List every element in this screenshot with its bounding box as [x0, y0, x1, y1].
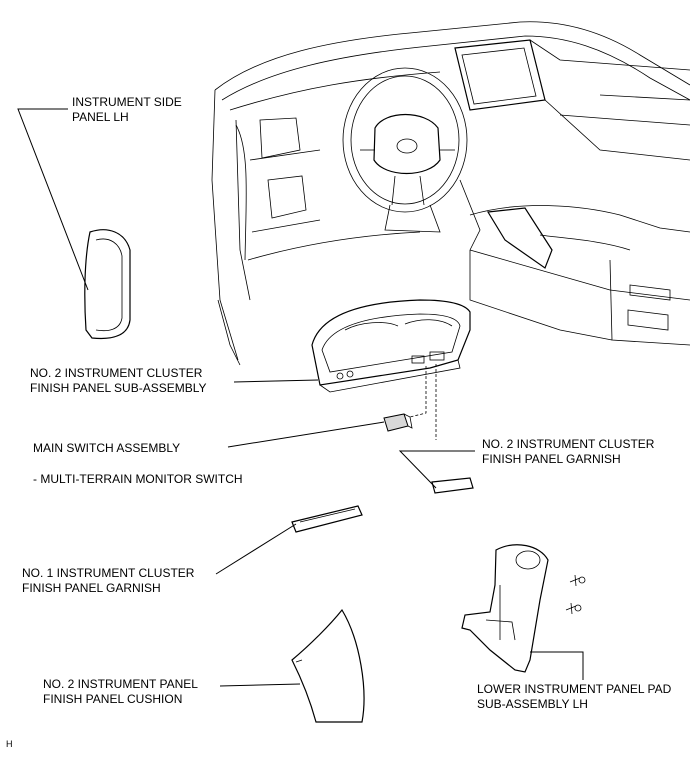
no2-cluster-finish-garnish-part [431, 477, 474, 494]
main-switch-assembly-part [383, 413, 413, 432]
label-lower-panel-pad-sub-assembly-lh: LOWER INSTRUMENT PANEL PAD SUB-ASSEMBLY … [477, 682, 672, 711]
label-no2-cluster-finish-panel-sub-assembly: NO. 2 INSTRUMENT CLUSTER FINISH PANEL SU… [30, 366, 207, 395]
no2-panel-finish-cushion-part [291, 608, 365, 723]
no1-cluster-finish-garnish-part [291, 505, 363, 533]
label-no2-cluster-finish-panel-garnish: NO. 2 INSTRUMENT CLUSTER FINISH PANEL GA… [482, 437, 655, 466]
dashboard-illustration [211, 21, 690, 366]
no2-cluster-finish-panel-part [311, 299, 471, 393]
instrument-side-panel-lh-part [84, 229, 131, 340]
label-multi-terrain-monitor-switch: - MULTI-TERRAIN MONITOR SWITCH [33, 472, 243, 486]
leader-lines [17, 108, 584, 687]
label-instrument-side-panel-lh: INSTRUMENT SIDE PANEL LH [72, 95, 182, 124]
corner-mark: H [6, 739, 13, 749]
label-main-switch-assembly: MAIN SWITCH ASSEMBLY [33, 441, 181, 455]
lower-panel-pad-lh-part [461, 544, 586, 673]
label-no1-cluster-finish-panel-garnish: NO. 1 INSTRUMENT CLUSTER FINISH PANEL GA… [22, 566, 195, 595]
label-no2-panel-finish-panel-cushion: NO. 2 INSTRUMENT PANEL FINISH PANEL CUSH… [43, 677, 198, 706]
